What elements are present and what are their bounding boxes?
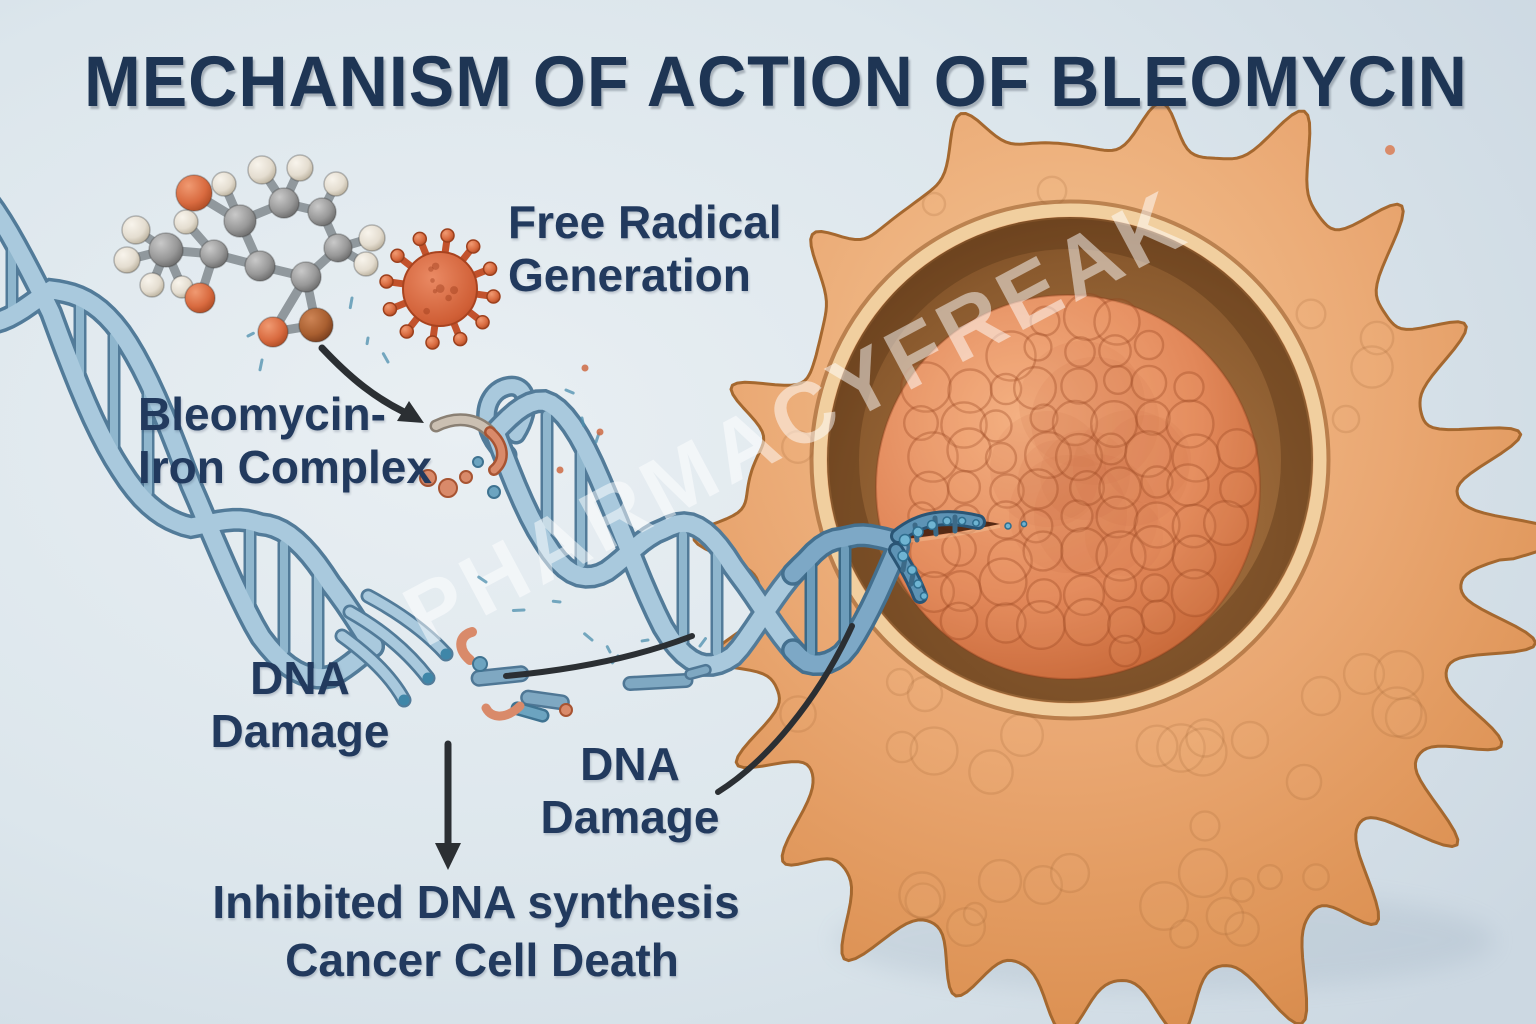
dna-fragments: [246, 296, 712, 723]
bleomycin-molecule-icon: [113, 154, 386, 348]
label-cancer-cell-death: Cancer Cell Death: [285, 934, 679, 986]
label-dna-damage-left: DNA Damage: [210, 652, 390, 758]
cell-nucleus: [875, 292, 1261, 680]
paint-speck: [1385, 145, 1395, 155]
label-inhibited-dna-synthesis: Inhibited DNA synthesis: [212, 876, 740, 928]
dna-helix: [0, 196, 910, 708]
label-free-radical-generation: Free Radical Generation: [508, 196, 782, 302]
membrane-texture: [779, 175, 1428, 949]
cancer-cell: [692, 101, 1536, 1024]
label-bleomycin-iron-complex: Bleomycin- Iron Complex: [138, 388, 432, 494]
arrowhead-molecule-to-dna: [397, 401, 424, 423]
leader-line-dna-damage: [715, 623, 855, 795]
page-title: MECHANISM OF ACTION OF BLEOMYCIN: [84, 43, 1468, 122]
label-dna-damage-right: DNA Damage: [540, 738, 720, 844]
annotation-arrows: [318, 344, 855, 870]
dna-break-in-nucleus: [888, 510, 1028, 604]
leader-line-fragments: [503, 633, 695, 679]
free-radical-icon: [379, 228, 501, 350]
arrowhead-down-to-outcome: [435, 843, 461, 870]
arrow-molecule-to-dna: [318, 344, 408, 416]
